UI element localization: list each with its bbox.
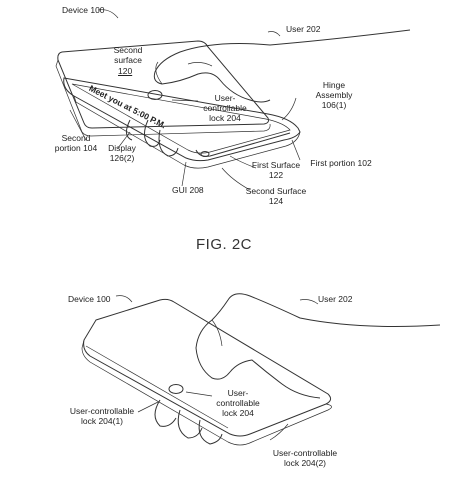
hinge-assembly xyxy=(195,132,291,157)
hand-bottom xyxy=(195,293,441,399)
lock-204-label: User-controllable lock 204 xyxy=(203,93,247,123)
second-surface-ref: 120 xyxy=(118,66,133,76)
second-portion-label: Second portion 104 xyxy=(54,133,98,153)
first-portion-panel xyxy=(63,77,301,162)
gui-label: GUI 208 xyxy=(172,185,204,195)
second-surface-124-label: Second Surface 124 xyxy=(245,186,307,206)
lock-204-2-label: User-controllable lock 204(2) xyxy=(272,448,338,468)
lock-204-bottom-icon xyxy=(168,384,184,394)
lock-204-icon xyxy=(147,90,163,100)
display-surface xyxy=(71,83,291,154)
device-100-bottom-label: Device 100 xyxy=(68,294,111,304)
hinge-assembly-label: Hinge Assembly 106(1) xyxy=(315,80,353,110)
hand-top xyxy=(153,29,411,103)
user-202-label: User 202 xyxy=(286,24,321,34)
lock-204-bottom-label: User-controllable lock 204 xyxy=(216,388,260,418)
figure-caption: FIG. 2C xyxy=(196,236,253,253)
finger-bottom-2 xyxy=(177,409,203,439)
finger-2 xyxy=(158,129,179,157)
display-label: Display 126(2) xyxy=(108,143,136,163)
first-surface-label: First Surface 122 xyxy=(251,160,301,180)
gui-icon xyxy=(200,151,210,157)
second-portion-panel xyxy=(57,40,269,129)
finger-bottom-1 xyxy=(154,399,177,427)
lock-204-1-label: User-controllable lock 204(1) xyxy=(69,406,135,426)
device-bottom-panel xyxy=(83,298,332,437)
first-portion-edge xyxy=(73,95,301,169)
finger-1 xyxy=(144,119,161,147)
finger-bottom-3 xyxy=(198,419,223,445)
device-bottom-edge xyxy=(81,339,332,446)
user-202-bottom-label: User 202 xyxy=(318,294,353,304)
finger-3 xyxy=(126,119,133,141)
second-surface-label: Second surface xyxy=(113,45,143,65)
second-portion-edge xyxy=(55,59,271,137)
device-100-label: Device 100 xyxy=(62,5,105,15)
first-portion-label: First portion 102 xyxy=(310,158,372,168)
